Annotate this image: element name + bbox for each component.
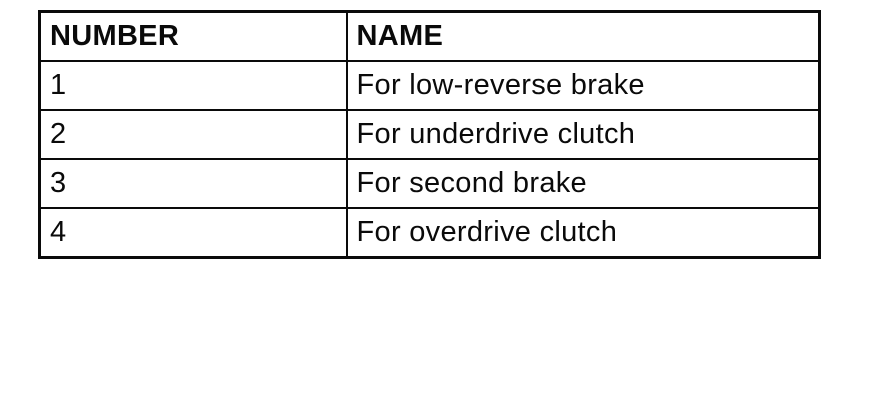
cell-number: 3 (38, 158, 348, 209)
cell-number: 1 (38, 60, 348, 111)
table-row: 4 For overdrive clutch (38, 207, 821, 259)
table-row: 1 For low-reverse brake (38, 60, 821, 111)
table-row: 2 For underdrive clutch (38, 109, 821, 160)
components-table: NUMBER NAME 1 For low-reverse brake 2 Fo… (38, 10, 821, 259)
cell-name: For underdrive clutch (345, 109, 821, 160)
table-row: 3 For second brake (38, 158, 821, 209)
cell-name: For overdrive clutch (345, 207, 821, 259)
cell-number: 2 (38, 109, 348, 160)
cell-name: For second brake (345, 158, 821, 209)
table-header-row: NUMBER NAME (38, 10, 821, 62)
column-header-name: NAME (345, 10, 821, 62)
cell-number: 4 (38, 207, 348, 259)
cell-name: For low-reverse brake (345, 60, 821, 111)
column-header-number: NUMBER (38, 10, 348, 62)
